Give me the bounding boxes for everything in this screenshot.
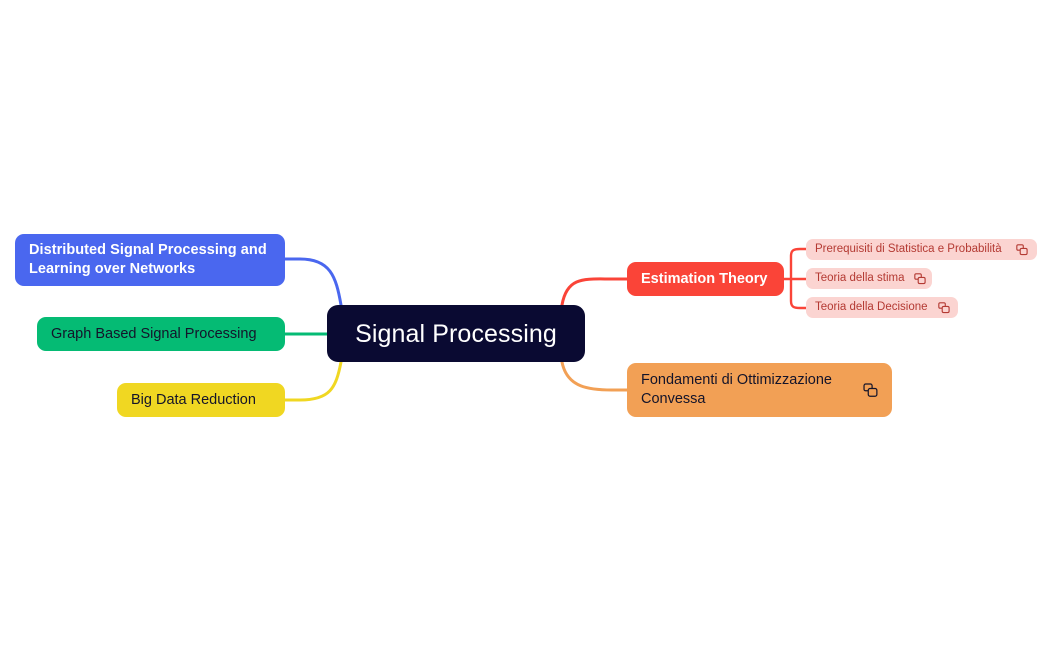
leaf-node-label: Teoria della stima: [815, 272, 905, 285]
root-node-signal-processing[interactable]: Signal Processing: [327, 305, 585, 362]
branch-node-estimation-theory[interactable]: Estimation Theory: [627, 262, 784, 296]
edge-estimation: [560, 277, 629, 307]
edge-fondamenti: [560, 360, 629, 392]
leaf-node-teoria-della-stima[interactable]: Teoria della stima: [806, 268, 932, 289]
leaf-node-prerequisiti-statistica-probabilita[interactable]: Prerequisiti di Statistica e Probabilità: [806, 239, 1037, 260]
leaf-node-label: Prerequisiti di Statistica e Probabilità: [815, 243, 1002, 256]
copy-icon[interactable]: [914, 272, 927, 285]
branch-node-graph-based-signal-processing[interactable]: Graph Based Signal Processing: [37, 317, 285, 351]
branch-node-label: Big Data Reduction: [131, 391, 256, 408]
branch-node-label: Fondamenti di Ottimizzazione Convessa: [641, 372, 832, 407]
copy-icon[interactable]: [863, 382, 878, 398]
copy-icon[interactable]: [1016, 243, 1028, 256]
edge-distributed: [283, 257, 343, 307]
copy-icon[interactable]: [937, 301, 950, 314]
branch-node-label: Graph Based Signal Processing: [51, 325, 257, 342]
leaf-node-label: Teoria della Decisione: [815, 301, 928, 314]
branch-node-fondamenti-ottimizzazione-convessa[interactable]: Fondamenti di Ottimizzazione Convessa: [627, 363, 892, 417]
edge-estimation-child-prerequisiti: [789, 247, 808, 281]
branch-node-label: Estimation Theory: [641, 270, 768, 287]
branch-node-big-data-reduction[interactable]: Big Data Reduction: [117, 383, 285, 417]
edge-estimation-child-decisione: [789, 277, 808, 310]
leaf-node-teoria-della-decisione[interactable]: Teoria della Decisione: [806, 297, 958, 318]
root-node-label: Signal Processing: [355, 319, 557, 348]
branch-node-label: Distributed Signal Processing and Learni…: [29, 242, 267, 277]
edge-bigdata: [283, 360, 343, 402]
branch-node-distributed-signal-processing[interactable]: Distributed Signal Processing and Learni…: [15, 234, 285, 286]
